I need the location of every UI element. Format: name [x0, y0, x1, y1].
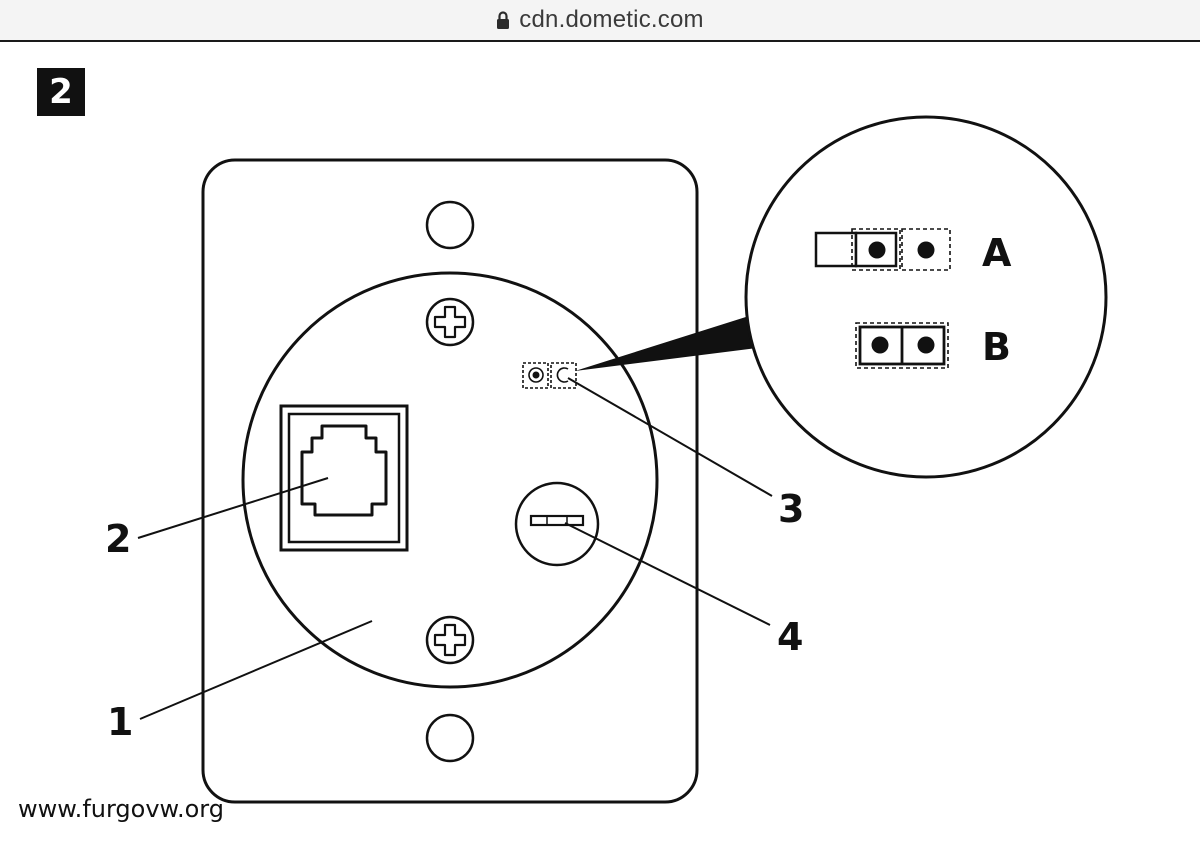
callout-2: 2 — [105, 517, 131, 561]
url-text[interactable]: cdn.dometic.com — [519, 6, 704, 33]
figure-number-badge: 2 — [37, 68, 85, 116]
top-mounting-hole — [425, 200, 475, 250]
leader-line-4 — [564, 522, 771, 626]
lock-icon — [497, 11, 510, 29]
zoom-pointer — [575, 316, 757, 371]
bottom-mounting-hole — [425, 713, 475, 763]
callout-1: 1 — [107, 700, 133, 744]
top-screw-icon — [425, 297, 475, 347]
leader-line-1 — [139, 620, 373, 720]
callout-3: 3 — [778, 487, 804, 531]
jumper-pins-small — [522, 362, 577, 389]
magnified-jumper-detail — [744, 115, 1108, 479]
address-bar-content: cdn.dometic.com — [496, 6, 704, 34]
watermark-text: www.furgovw.org — [18, 795, 224, 823]
leader-line-2 — [137, 477, 329, 539]
jumper-setting-b-pins — [855, 322, 949, 369]
temperature-sensor — [514, 481, 600, 567]
jumper-setting-a-pins — [814, 228, 951, 271]
browser-address-bar[interactable]: cdn.dometic.com — [0, 0, 1200, 42]
bottom-screw-icon — [425, 615, 475, 665]
leader-line-3 — [567, 377, 773, 497]
control-panel-disc — [241, 271, 659, 689]
rj-socket — [279, 404, 409, 552]
jumper-setting-a-label: A — [982, 231, 1012, 275]
jumper-setting-b-label: B — [982, 325, 1011, 369]
callout-4: 4 — [777, 615, 803, 659]
